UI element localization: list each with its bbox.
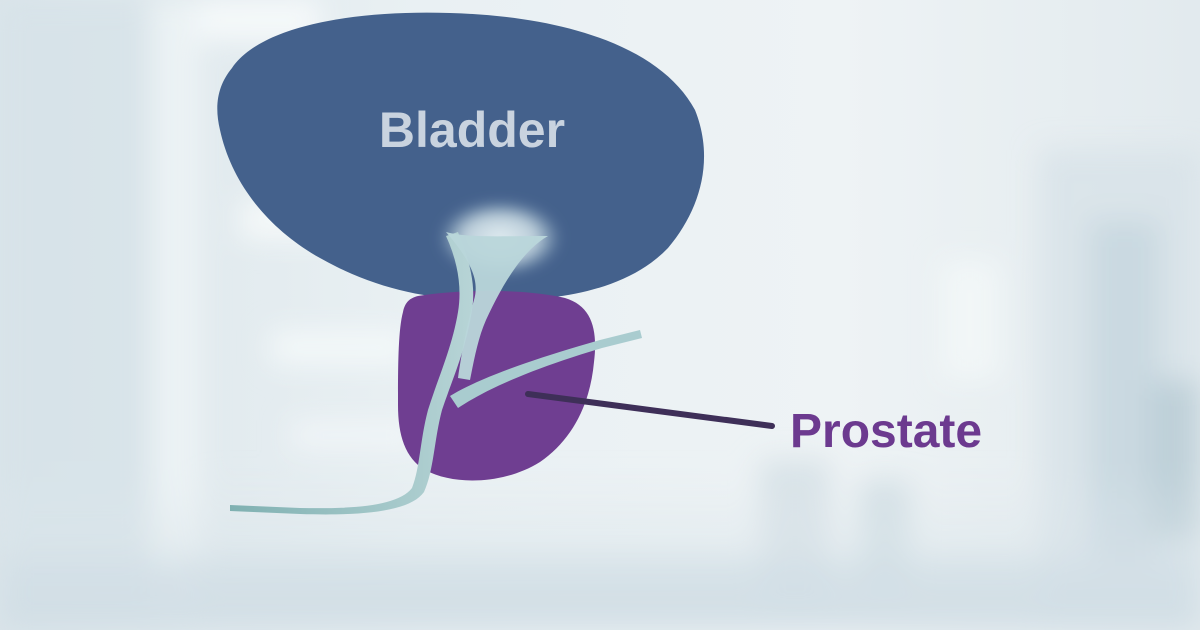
bladder-label: Bladder — [379, 102, 565, 158]
prostate-leader-line — [525, 391, 775, 429]
duct-branch — [450, 330, 642, 408]
bladder-shape — [217, 12, 705, 301]
urethra-upper-channel — [446, 232, 548, 380]
prostate-label: Prostate — [790, 405, 982, 458]
